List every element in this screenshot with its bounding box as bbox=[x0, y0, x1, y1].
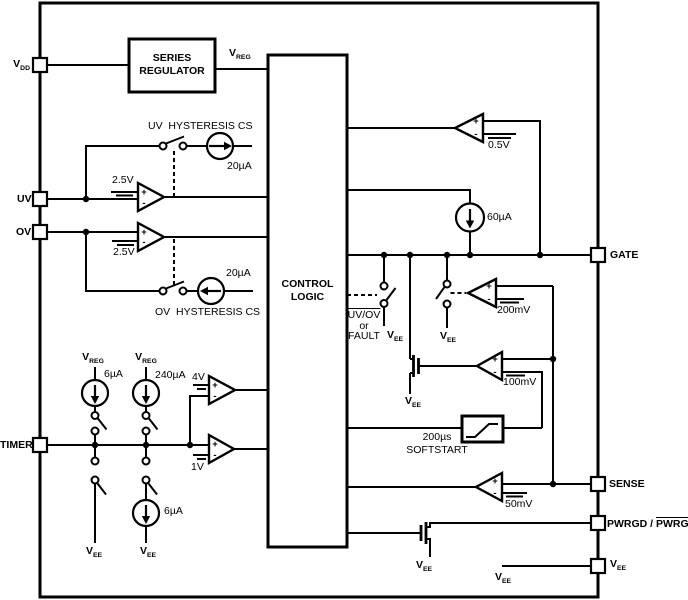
ov-hysteresis-current-source bbox=[196, 276, 226, 306]
pwrgd-mosfet bbox=[419, 522, 591, 557]
timer-pin-label: TIMER bbox=[0, 439, 33, 451]
timer-4v-comparator bbox=[207, 373, 238, 407]
timer-240ua-source bbox=[131, 378, 161, 408]
vee-label-timer1: VEE bbox=[85, 545, 103, 560]
minus-sign: - bbox=[493, 367, 496, 378]
sense-pin-label: SENSE bbox=[609, 478, 645, 490]
ic-outline bbox=[38, 1, 600, 599]
timer-1v-comparator bbox=[207, 432, 237, 466]
v0v5-label: 0.5V bbox=[488, 139, 510, 151]
comparator-signs: + - + - + - + - + - + - + - + - bbox=[141, 116, 498, 499]
vee-pin bbox=[589, 557, 607, 575]
vdd-pin-label: VDD bbox=[13, 58, 30, 73]
mv50-label: 50mV bbox=[505, 498, 533, 510]
ov-comparator bbox=[136, 220, 167, 254]
timer-6ua-source bbox=[80, 378, 110, 408]
vee-pin-label: VEE bbox=[610, 558, 627, 573]
uv-pin bbox=[31, 190, 49, 208]
i240ua-label: 240µA bbox=[155, 369, 186, 381]
plus-sign: + bbox=[141, 227, 147, 238]
vee-label-pwrgd-mosfet: VEE bbox=[415, 559, 433, 574]
timer-6ua-sink bbox=[131, 498, 161, 528]
gate-60ua-current-source bbox=[454, 202, 486, 233]
vreg-label-timer1: VREG bbox=[82, 351, 104, 366]
ov-pin-label: OV bbox=[16, 226, 32, 238]
uv-pin-label: UV bbox=[17, 193, 32, 205]
switches bbox=[90, 135, 452, 496]
vee-label-internal: VEE bbox=[494, 571, 512, 586]
vee-label-timer2: VEE bbox=[139, 545, 157, 560]
timer-sink-switch-2 bbox=[141, 456, 158, 496]
gate-pulldown-switch bbox=[435, 279, 452, 309]
ov-hysteresis-switch bbox=[158, 280, 188, 296]
plus-sign: + bbox=[492, 476, 498, 487]
mosfets bbox=[409, 255, 591, 557]
uv-comparator bbox=[136, 180, 167, 214]
uv-20ua-label: 20µA bbox=[227, 160, 252, 172]
uv-hysteresis-switch bbox=[158, 135, 188, 151]
minus-sign: - bbox=[213, 450, 216, 461]
uv-hysteresis-cs-label: UV HYSTERESIS CS bbox=[148, 120, 253, 132]
vee-label-gate-switch: VEE bbox=[439, 330, 457, 345]
control-logic-box bbox=[266, 53, 349, 549]
i6ua-label-2: 6µA bbox=[164, 505, 183, 517]
minus-sign: - bbox=[213, 391, 216, 402]
plus-sign: + bbox=[212, 439, 218, 450]
mv200-label: 200mV bbox=[497, 304, 531, 316]
pwrgd-pin-label: PWRGD / PWRGD bbox=[607, 518, 688, 530]
ramp-icon bbox=[466, 423, 498, 438]
v1-label: 1V bbox=[191, 461, 204, 473]
gate-pin-label: GATE bbox=[610, 249, 639, 261]
ov-hysteresis-cs-label: OV HYSTERESIS CS bbox=[155, 306, 261, 318]
timer-pin bbox=[31, 436, 49, 454]
ov-pin bbox=[31, 223, 49, 241]
timer-source-switch-1 bbox=[90, 411, 108, 436]
ov-2v5-label: 2.5V bbox=[113, 246, 135, 258]
minus-sign: - bbox=[474, 129, 477, 140]
plus-sign: + bbox=[486, 281, 492, 292]
minus-sign: - bbox=[493, 488, 496, 499]
wires bbox=[47, 64, 591, 567]
sense-pin bbox=[589, 475, 607, 493]
ov-20ua-label: 20µA bbox=[226, 267, 251, 279]
gate-0v5-comparator bbox=[452, 112, 485, 144]
timer-source-switch-2 bbox=[141, 411, 159, 436]
timer-sink-switch-1 bbox=[90, 456, 107, 496]
gate-pin bbox=[589, 246, 607, 264]
comparators bbox=[136, 112, 504, 504]
dashed-control-lines bbox=[173, 151, 466, 296]
v4-label: 4V bbox=[192, 371, 205, 383]
current-sources bbox=[80, 131, 486, 528]
i60ua-label: 60µA bbox=[487, 211, 512, 223]
minus-sign: - bbox=[487, 294, 490, 305]
i6ua-label-1: 6µA bbox=[104, 368, 123, 380]
plus-sign: + bbox=[141, 187, 147, 198]
vreg-label: VREG bbox=[229, 47, 251, 62]
mv100-label: 100mV bbox=[503, 376, 537, 388]
gate-pulldown-mosfet bbox=[409, 255, 477, 394]
uv-2v5-label: 2.5V bbox=[112, 174, 134, 186]
uv-hysteresis-current-source bbox=[205, 131, 235, 161]
plus-sign: + bbox=[492, 354, 498, 365]
pwrgd-pin bbox=[589, 514, 607, 532]
minus-sign: - bbox=[142, 198, 145, 209]
junction-dots bbox=[82, 195, 557, 488]
currentlimit-100mv-comparator bbox=[474, 349, 504, 383]
fastlimit-200mv-comparator bbox=[465, 277, 498, 309]
plus-sign: + bbox=[212, 380, 218, 391]
vdd-pin bbox=[31, 56, 49, 74]
plus-sign: + bbox=[473, 116, 479, 127]
uvov-fault-switch bbox=[379, 281, 397, 308]
vee-label-mosfet1: VEE bbox=[404, 395, 422, 410]
minus-sign: - bbox=[142, 237, 145, 248]
pin-squares bbox=[31, 56, 607, 575]
vee-label-uvov-switch: VEE bbox=[386, 329, 404, 344]
sense-50mv-comparator bbox=[473, 470, 504, 504]
vreg-label-timer2: VREG bbox=[135, 351, 157, 366]
